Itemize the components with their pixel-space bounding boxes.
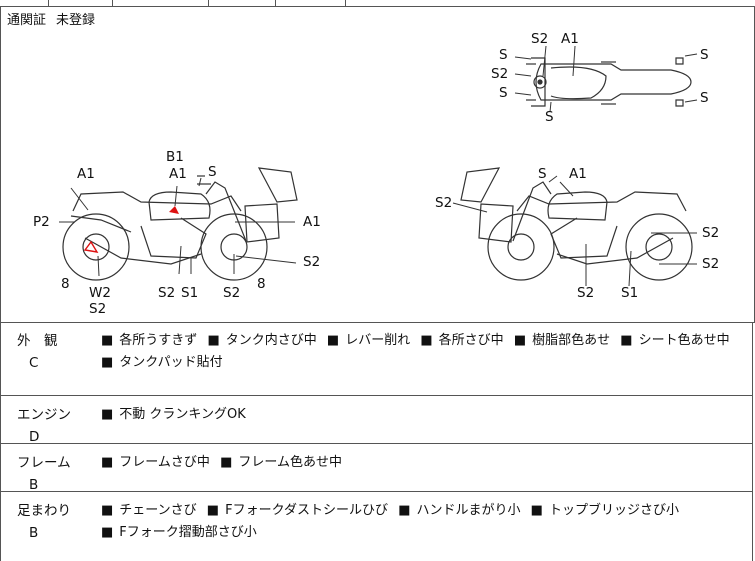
- label-a1: A1: [569, 166, 587, 182]
- label-8: 8: [257, 276, 266, 292]
- item-list: フレームさび中 フレーム色あせ中: [101, 452, 744, 474]
- category-label: フレーム B: [17, 452, 77, 496]
- label-s2: S2: [89, 301, 106, 317]
- category-grade: B: [29, 477, 39, 493]
- item-list: 不動 クランキングOK: [101, 404, 744, 426]
- label-s2: S2: [303, 254, 320, 270]
- list-item: 樹脂部色あせ: [514, 333, 610, 348]
- label-s1: S1: [621, 285, 638, 301]
- category-grade: B: [29, 525, 39, 541]
- label-s1: S1: [181, 285, 198, 301]
- label-a1: A1: [169, 166, 187, 182]
- label-s2: S2: [491, 66, 508, 82]
- list-item: タンク内さび中: [207, 333, 316, 348]
- category-grade: C: [29, 355, 39, 371]
- category-label: 足まわり B: [17, 500, 77, 544]
- label-b1: B1: [166, 149, 184, 165]
- list-item: チェーンさび: [101, 503, 197, 518]
- category-grade: D: [29, 429, 40, 445]
- top-table-strip: [0, 0, 755, 7]
- customs-label: 通関証: [7, 13, 47, 28]
- label-s: S: [499, 47, 508, 63]
- label-a1: A1: [561, 31, 579, 47]
- bike-outline-right: [460, 167, 693, 281]
- section-engine: エンジン D 不動 クランキングOK: [0, 396, 753, 445]
- list-item: 不動 クランキングOK: [101, 407, 246, 422]
- category-label: 外 観 C: [17, 330, 77, 374]
- label-s2: S2: [702, 225, 719, 241]
- section-exterior: 外 観 C 各所うすきず タンク内さび中 レバー削れ 各所さび中 樹脂部色あせ …: [0, 322, 753, 396]
- item-list: 各所うすきず タンク内さび中 レバー削れ 各所さび中 樹脂部色あせ シート色あせ…: [101, 330, 744, 374]
- label-a1: A1: [303, 214, 321, 230]
- motorcycle-diagrams: S S2 S S2 A1 S S S B1 A1 S A1 P2 A1 S2 8…: [33, 31, 719, 317]
- label-s: S: [208, 164, 217, 180]
- damage-marker-tank: [169, 206, 179, 214]
- label-8: 8: [61, 276, 70, 292]
- damage-diagram-panel: 通関証未登録: [0, 6, 755, 323]
- bike-outline-top: [526, 57, 692, 107]
- list-item: Fフォーク摺動部さび小: [101, 525, 257, 540]
- category-label: エンジン D: [17, 404, 77, 448]
- damage-marker-exhaust: [83, 240, 99, 253]
- label-s: S: [538, 166, 547, 182]
- category-name: フレーム: [17, 455, 71, 471]
- list-item: レバー削れ: [327, 333, 410, 348]
- label-s2: S2: [531, 31, 548, 47]
- label-s2: S2: [223, 285, 240, 301]
- label-s: S: [700, 90, 709, 106]
- label-s: S: [545, 109, 554, 125]
- customs-value: 未登録: [56, 13, 96, 28]
- label-s2: S2: [702, 256, 719, 272]
- category-name: 外 観: [17, 333, 58, 349]
- category-name: 足まわり: [17, 503, 71, 519]
- label-s: S: [700, 47, 709, 63]
- label-s2: S2: [577, 285, 594, 301]
- list-item: Fフォークダストシールひび: [207, 503, 388, 518]
- customs-status: 通関証未登録: [7, 9, 95, 28]
- bike-outline-left: [62, 167, 298, 281]
- list-item: ハンドルまがり小: [398, 503, 520, 518]
- section-frame: フレーム B フレームさび中 フレーム色あせ中: [0, 444, 753, 493]
- list-item: シート色あせ中: [620, 333, 729, 348]
- label-s2: S2: [158, 285, 175, 301]
- list-item: タンクパッド貼付: [101, 355, 223, 370]
- list-item: フレーム色あせ中: [220, 455, 342, 470]
- label-w2: W2: [89, 285, 111, 301]
- list-item: 各所さび中: [420, 333, 503, 348]
- label-a1: A1: [77, 166, 95, 182]
- section-suspension: 足まわり B チェーンさび Fフォークダストシールひび ハンドルまがり小 トップ…: [0, 492, 753, 561]
- label-p2: P2: [33, 214, 50, 230]
- list-item: トップブリッジさび小: [531, 503, 679, 518]
- label-s: S: [499, 85, 508, 101]
- label-s2: S2: [435, 195, 452, 211]
- item-list: チェーンさび Fフォークダストシールひび ハンドルまがり小 トップブリッジさび小…: [101, 500, 744, 544]
- list-item: 各所うすきず: [101, 333, 197, 348]
- category-name: エンジン: [17, 407, 71, 423]
- list-item: フレームさび中: [101, 455, 210, 470]
- diagram-labels: S S2 S S2 A1 S S S B1 A1 S A1 P2 A1 S2 8…: [33, 31, 719, 317]
- leader-lines: [59, 45, 698, 287]
